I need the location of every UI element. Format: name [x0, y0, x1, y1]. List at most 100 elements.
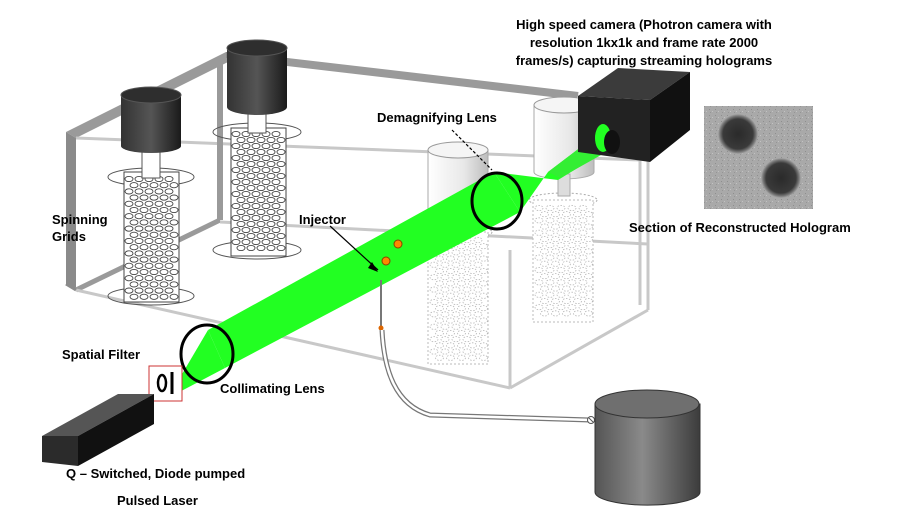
grid-hole [473, 348, 483, 355]
grid-hole [261, 154, 271, 162]
grid-hole [241, 178, 251, 186]
grid-hole [473, 249, 483, 256]
grid-hole [276, 220, 286, 228]
grid-hole [462, 249, 472, 256]
grid-hole [473, 286, 483, 293]
grid-hole [468, 267, 477, 274]
grid-hole [462, 261, 472, 268]
grid-hole [473, 236, 483, 243]
demagnifying-lens-label: Demagnifying Lens [377, 110, 497, 125]
grid-hole [451, 323, 461, 330]
grid-hole [562, 297, 571, 304]
grid-hole [473, 323, 483, 330]
grid-hole [556, 229, 566, 236]
grid-hole [256, 244, 266, 252]
grid-hole [266, 148, 276, 156]
grid-hole [479, 243, 488, 250]
grid-hole [440, 336, 450, 343]
grid-hole [435, 305, 444, 312]
grid-hole [435, 255, 444, 262]
grid-hole [584, 310, 593, 317]
grid-hole [440, 298, 450, 305]
grid-hole [236, 208, 246, 216]
grid-hole [256, 184, 266, 192]
grid-hole [276, 196, 286, 204]
grid-hole [256, 172, 266, 180]
grid-hole [446, 329, 455, 336]
pulsed-laser [42, 394, 154, 466]
grid-hole [435, 354, 444, 361]
grid-hole [134, 275, 144, 282]
grid-hole [556, 254, 566, 261]
spatial-filter [148, 365, 183, 402]
grid-hole [251, 214, 261, 222]
laser-label-line1: Q – Switched, Diode pumped [66, 466, 246, 481]
camera-label-line3: frames/s) capturing streaming holograms [515, 53, 773, 68]
grid-hole [540, 223, 549, 230]
grid-hole [551, 260, 560, 267]
grid-hole [567, 279, 577, 286]
grid-hole [144, 225, 154, 232]
grid-hole [134, 200, 144, 207]
grid-hole [144, 213, 154, 220]
grid-hole [144, 275, 154, 282]
grid-hole [124, 262, 134, 269]
grid-hole [231, 166, 241, 174]
grid-hole [129, 244, 139, 251]
grid-hole [578, 242, 588, 249]
grid-hole [429, 336, 439, 343]
grid-hole [473, 336, 483, 343]
grid-hole [567, 304, 577, 311]
grid-hole [139, 293, 149, 300]
grid-hole [256, 220, 266, 228]
grid-hole [241, 190, 251, 198]
grid-hole [271, 202, 281, 210]
grid-hole [468, 342, 477, 349]
grid-hole [271, 154, 281, 162]
grid-hole [129, 182, 139, 189]
grid-hole [551, 297, 560, 304]
grid-hole [567, 254, 577, 261]
grid-hole [473, 298, 483, 305]
grid-hole [261, 226, 271, 234]
high-speed-camera [578, 68, 690, 162]
grid-hole [551, 235, 560, 242]
grid-hole [462, 274, 472, 281]
grid-hole [236, 220, 246, 228]
grid-hole [451, 298, 461, 305]
grid-hole [551, 223, 560, 230]
grid-hole [567, 291, 577, 298]
grid-hole [169, 182, 179, 189]
grid-hole [446, 280, 455, 287]
grid-hole [271, 226, 281, 234]
grid-hole [479, 280, 488, 287]
grid-hole [578, 229, 588, 236]
grid-hole [473, 311, 483, 318]
grid-hole [567, 217, 577, 224]
grid-hole [251, 154, 261, 162]
grid-hole [154, 200, 164, 207]
grid-hole [446, 317, 455, 324]
grid-hole [154, 213, 164, 220]
grid-hole [231, 202, 241, 210]
grid-hole [540, 211, 549, 218]
grid-hole [545, 242, 555, 249]
grid-hole [139, 268, 149, 276]
grid-hole [169, 244, 179, 251]
grid-hole [159, 206, 169, 214]
grid-hole [578, 304, 588, 311]
grid-hole [435, 342, 444, 349]
grid-hole [556, 304, 566, 311]
grid-hole [256, 196, 266, 204]
grid-hole [164, 225, 174, 232]
grid-hole [164, 200, 174, 207]
grid-hole [429, 298, 439, 305]
grid-hole [124, 175, 134, 183]
grid-hole [169, 219, 179, 226]
grid-hole [534, 204, 544, 211]
grid-hole [578, 279, 588, 286]
grid-hole [573, 310, 582, 317]
grid-hole [261, 190, 271, 198]
grid-hole [468, 317, 477, 324]
grid-hole [236, 136, 246, 144]
